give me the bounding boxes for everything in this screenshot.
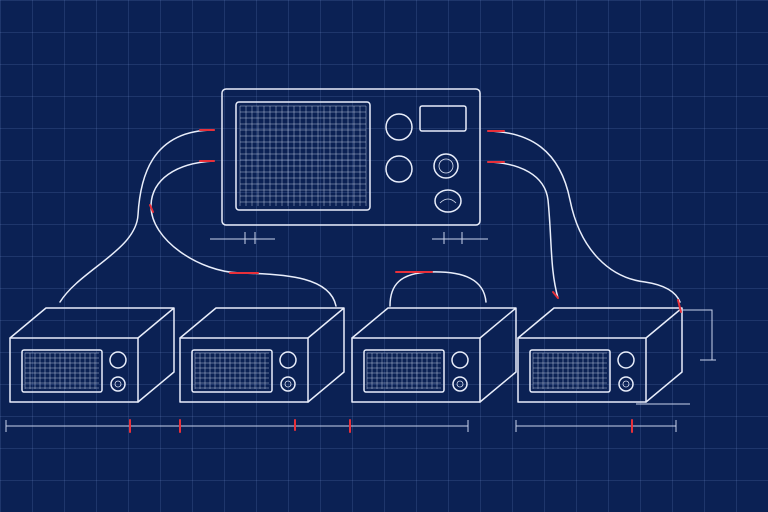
accent-mark-9 [677, 299, 682, 313]
sub-units [9, 307, 683, 403]
sub-unit-2 [179, 307, 345, 403]
main-unit-screen-grid [239, 105, 367, 206]
sub-unit-screen [21, 349, 103, 393]
main-knob-top-icon [385, 113, 413, 141]
sub-unit-screen-grid [194, 352, 269, 389]
wire-unit-3 [389, 271, 487, 307]
sub-unit-front [179, 337, 309, 403]
main-knob-bottom-icon [385, 155, 413, 183]
sub-unit-knob-icon [451, 351, 469, 369]
main-dial-icon [433, 153, 459, 179]
main-display-window-icon [419, 105, 467, 132]
sub-unit-top-side [351, 307, 517, 403]
sub-unit-knob-icon [109, 351, 127, 369]
sub-unit-screen [191, 349, 273, 393]
sub-unit-knob-icon [279, 351, 297, 369]
main-switch-icon [434, 189, 462, 213]
sub-unit-screen-grid [24, 352, 99, 389]
dimension-height-bracket [680, 309, 716, 361]
main-unit-body [221, 88, 481, 226]
sub-unit-switch-icon [618, 376, 634, 392]
sub-unit-top-side [9, 307, 175, 403]
dimension-lines [5, 309, 716, 432]
main-unit-screen-frame [235, 101, 371, 211]
sub-unit-knob-icon [617, 351, 635, 369]
sub-unit-screen [363, 349, 445, 393]
sub-unit-front [517, 337, 647, 403]
sub-unit-switch-icon [452, 376, 468, 392]
wire-main-to-unit-4b [487, 130, 681, 303]
sub-unit-switch-icon [110, 376, 126, 392]
sub-unit-3 [351, 307, 517, 403]
accent-mark-8 [552, 291, 559, 299]
sub-unit-front [351, 337, 481, 403]
main-unit [210, 88, 488, 244]
sub-unit-screen-grid [366, 352, 441, 389]
wire-main-to-unit-1 [59, 129, 215, 303]
sub-unit-top-side [179, 307, 345, 403]
dimension-baseline-left [5, 420, 469, 432]
wire-main-to-unit-4a [487, 161, 559, 299]
dimension-baseline-right [515, 420, 677, 432]
wire-main-to-unit-2 [150, 160, 337, 307]
accent-marks [129, 129, 682, 433]
accent-mark-7 [149, 204, 154, 213]
sub-unit-4 [517, 307, 683, 403]
sub-unit-front [9, 337, 139, 403]
sub-unit-1 [9, 307, 175, 403]
sub-unit-screen [529, 349, 611, 393]
sub-unit-screen-grid [532, 352, 607, 389]
sub-unit-switch-icon [280, 376, 296, 392]
sub-unit-top-side [517, 307, 683, 403]
connection-wires [59, 129, 681, 307]
